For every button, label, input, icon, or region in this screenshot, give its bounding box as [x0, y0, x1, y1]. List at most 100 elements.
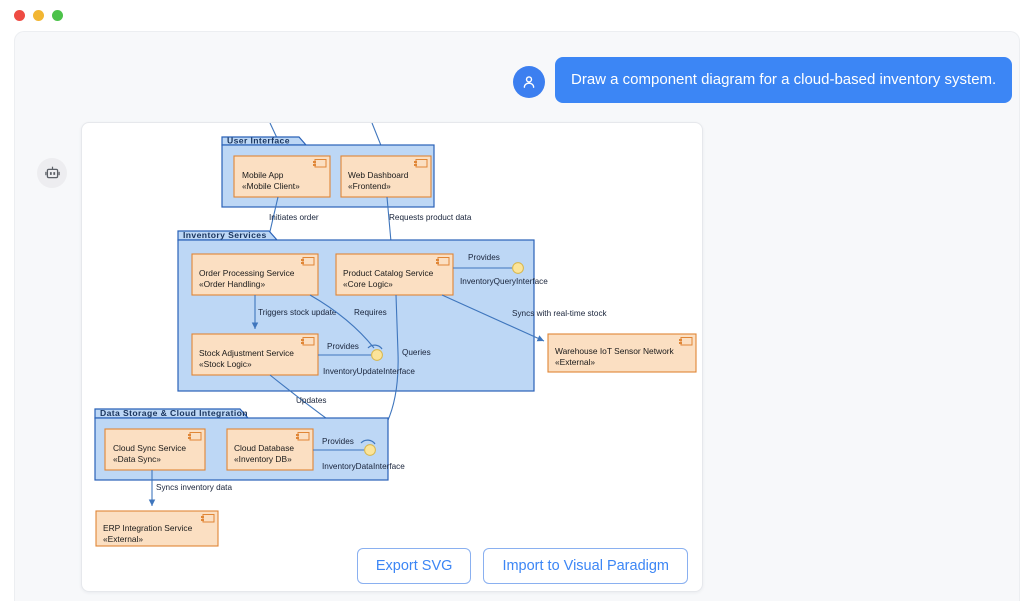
interface-provides-label: Provides — [322, 437, 354, 446]
component-stereotype: «External» — [103, 534, 143, 544]
component-stereotype: «Core Logic» — [343, 279, 393, 289]
edge-triggers-stock-update-label: Triggers stock update — [258, 308, 337, 317]
component-icon-pin-top — [414, 161, 417, 163]
component-icon — [302, 257, 315, 266]
component-icon-pin-top — [201, 516, 204, 518]
edge-queries-label: Queries — [402, 348, 431, 357]
component-stereotype: «Order Handling» — [199, 279, 265, 289]
component-name: Mobile App — [242, 170, 284, 180]
window-controls — [14, 10, 63, 21]
component-icon — [189, 432, 202, 441]
component-name: ERP Integration Service — [103, 523, 193, 533]
component-stereotype: «Stock Logic» — [199, 359, 252, 369]
component-name: Product Catalog Service — [343, 268, 434, 278]
avatar — [513, 66, 545, 98]
component-icon-pin-bottom — [188, 437, 191, 439]
component-stereotype: «Data Sync» — [113, 454, 161, 464]
interface-inventory-query-interface[interactable]: Provides InventoryQueryInterface — [453, 253, 548, 286]
robot-icon — [44, 166, 60, 178]
component-icon — [297, 432, 310, 441]
component-icon-pin-top — [436, 259, 439, 261]
component-icon-pin-bottom — [201, 519, 204, 521]
component-icon-pin-bottom — [313, 164, 316, 166]
package-inventory-services[interactable]: Inventory Services Order Processing Serv… — [177, 230, 535, 444]
assistant-avatar — [37, 158, 67, 188]
edge-syncs-real-time-stock — [441, 294, 545, 342]
component-stock-adjustment-service[interactable]: Stock Adjustment Service «Stock Logic» — [191, 333, 319, 376]
component-stereotype: «Frontend» — [348, 181, 391, 191]
component-name: Web Dashboard — [348, 170, 409, 180]
person-icon — [523, 76, 535, 88]
component-icon — [202, 514, 215, 523]
component-icon-pin-bottom — [679, 342, 682, 344]
package-label: Data Storage & Cloud Integration — [100, 408, 248, 418]
interface-inventory-update-interface[interactable]: Provides InventoryUpdateInterface — [318, 342, 415, 376]
package-label: Inventory Services — [183, 230, 267, 240]
component-cloud-database[interactable]: Cloud Database «Inventory DB» — [226, 428, 314, 471]
edge-requires-label: Requires — [354, 308, 387, 317]
maximize-window-button[interactable] — [52, 10, 63, 21]
minimize-window-button[interactable] — [33, 10, 44, 21]
diagram-actions: Export SVG Import to Visual Paradigm — [82, 548, 702, 584]
package-user-interface[interactable]: User Interface Mobile App «Mobile Client… — [221, 136, 435, 208]
component-icon-pin-top — [313, 161, 316, 163]
chat-area: Draw a component diagram for a cloud-bas… — [14, 31, 1020, 601]
edge-initiates-order-label: Initiates order — [269, 213, 319, 222]
component-icon-pin-top — [301, 259, 304, 261]
diagram-card: User Interface Mobile App «Mobile Client… — [81, 122, 703, 592]
interface-inventory-data-interface[interactable]: Provides InventoryDataInterface — [313, 437, 405, 471]
component-icon-pin-top — [679, 339, 682, 341]
edge-syncs-real-time-stock-label: Syncs with real-time stock — [512, 309, 608, 318]
package-data-storage-cloud-integration[interactable]: Data Storage & Cloud Integration Cloud S… — [94, 408, 389, 481]
interface-socket — [367, 344, 383, 350]
import-visual-paradigm-button[interactable]: Import to Visual Paradigm — [483, 548, 688, 584]
component-stereotype: «Mobile Client» — [242, 181, 300, 191]
component-icon-pin-bottom — [301, 262, 304, 264]
component-name: Order Processing Service — [199, 268, 295, 278]
edge-syncs-inventory-data-label: Syncs inventory data — [156, 483, 232, 492]
component-icon-pin-bottom — [301, 342, 304, 344]
interface-provides-label: Provides — [468, 253, 500, 262]
component-name: Cloud Sync Service — [113, 443, 186, 453]
component-icon-pin-bottom — [436, 262, 439, 264]
component-product-catalog-service[interactable]: Product Catalog Service «Core Logic» — [335, 253, 454, 296]
component-mobile-app[interactable]: Mobile App «Mobile Client» — [233, 155, 331, 198]
component-icon — [415, 159, 428, 168]
interface-name: InventoryUpdateInterface — [323, 367, 415, 376]
component-name: Warehouse IoT Sensor Network — [555, 346, 675, 356]
component-stereotype: «Inventory DB» — [234, 454, 292, 464]
component-cloud-sync-service[interactable]: Cloud Sync Service «Data Sync» — [104, 428, 206, 471]
interface-ball — [364, 444, 376, 456]
component-icon — [680, 337, 693, 346]
interface-provides-label: Provides — [327, 342, 359, 351]
title-bar — [0, 0, 1034, 32]
component-icon — [302, 337, 315, 346]
component-icon-pin-top — [296, 434, 299, 436]
edge-updates-label: Updates — [296, 396, 327, 405]
user-message-row: Draw a component diagram for a cloud-bas… — [513, 57, 1013, 103]
component-icon-pin-top — [301, 339, 304, 341]
component-stereotype: «External» — [555, 357, 595, 367]
component-name: Stock Adjustment Service — [199, 348, 294, 358]
component-name: Cloud Database — [234, 443, 294, 453]
edge-requests-product-data-label: Requests product data — [389, 213, 472, 222]
component-web-dashboard[interactable]: Web Dashboard «Frontend» — [340, 155, 432, 198]
component-icon — [314, 159, 327, 168]
export-svg-button[interactable]: Export SVG — [356, 548, 472, 584]
component-diagram[interactable]: User Interface Mobile App «Mobile Client… — [82, 123, 702, 553]
interface-ball — [512, 262, 524, 274]
package-label: User Interface — [227, 136, 290, 146]
interface-name: InventoryQueryInterface — [460, 277, 548, 286]
component-warehouse-iot-sensor-network[interactable]: Warehouse IoT Sensor Network «External» — [547, 333, 697, 373]
close-window-button[interactable] — [14, 10, 25, 21]
interface-ball — [371, 349, 383, 361]
component-icon-pin-bottom — [414, 164, 417, 166]
component-icon-pin-top — [188, 434, 191, 436]
component-icon — [437, 257, 450, 266]
component-order-processing-service[interactable]: Order Processing Service «Order Handling… — [191, 253, 319, 296]
interface-socket — [360, 439, 376, 445]
edge-requires — [309, 294, 375, 349]
component-erp-integration-service[interactable]: ERP Integration Service «External» — [95, 510, 219, 547]
user-message-bubble: Draw a component diagram for a cloud-bas… — [555, 57, 1013, 103]
